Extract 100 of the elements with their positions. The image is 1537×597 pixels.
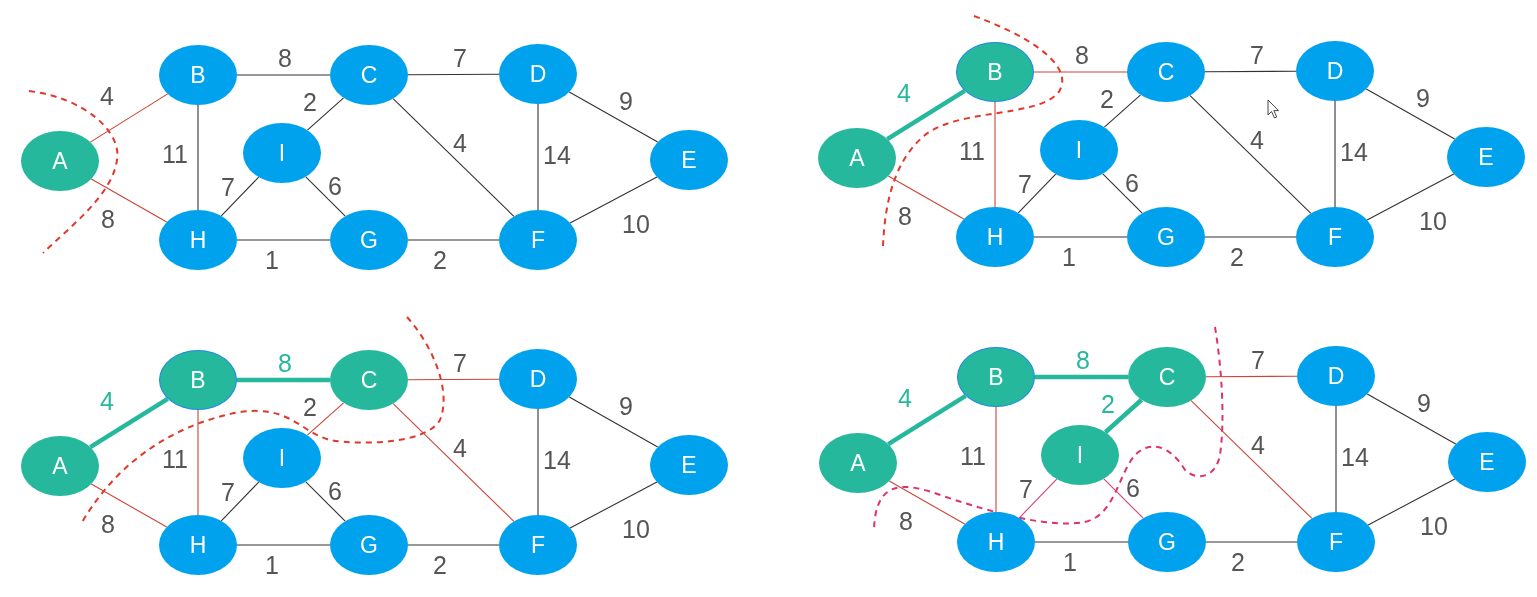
graph-edge xyxy=(236,544,331,546)
node-label: A xyxy=(849,146,865,170)
graph-edge xyxy=(888,480,966,525)
node-label: H xyxy=(189,228,207,252)
graph-edge xyxy=(90,178,168,223)
node-label: D xyxy=(1326,59,1344,83)
node-ellipse xyxy=(243,428,321,488)
graph-edge xyxy=(89,397,169,449)
graph-edge xyxy=(569,176,658,224)
graph-edge xyxy=(306,97,345,131)
node-label: B xyxy=(987,60,1003,84)
graph-edge xyxy=(1103,94,1142,128)
graph-edge xyxy=(1018,478,1058,519)
graph-edge xyxy=(1033,236,1128,238)
graph-edge xyxy=(1103,398,1144,434)
graph-edge xyxy=(537,103,539,211)
node-label: A xyxy=(52,454,68,478)
graph-edge xyxy=(1035,374,1128,380)
node-label: H xyxy=(987,530,1005,554)
graph-edge xyxy=(1204,70,1297,73)
node-label: A xyxy=(850,451,866,475)
node-label: E xyxy=(1479,450,1495,474)
node-label: H xyxy=(986,225,1004,249)
node-ellipse xyxy=(21,436,99,496)
node-label: I xyxy=(1075,138,1083,162)
node-ellipse xyxy=(819,433,897,493)
node-label: E xyxy=(681,453,697,477)
graph-edge xyxy=(90,483,168,528)
graph-edge xyxy=(220,176,260,217)
node-label: F xyxy=(530,533,546,557)
node-label: E xyxy=(1478,145,1494,169)
graph-edge xyxy=(1103,478,1144,519)
node-label: G xyxy=(360,228,378,252)
graph-edge xyxy=(995,406,997,513)
node-label: F xyxy=(1328,530,1344,554)
graph-edge xyxy=(1102,173,1143,214)
node-label: B xyxy=(190,368,206,392)
node-label: A xyxy=(52,149,68,173)
graph-edge xyxy=(407,239,500,241)
node-label: C xyxy=(1158,365,1176,389)
graph-edge xyxy=(886,89,966,141)
node-label: G xyxy=(1158,530,1176,554)
node-label: I xyxy=(1076,443,1084,467)
node-ellipse xyxy=(1041,425,1119,485)
graph-edge xyxy=(994,101,996,208)
node-label: I xyxy=(278,446,286,470)
graph-edge xyxy=(1365,88,1456,140)
graph-edge xyxy=(89,93,169,143)
graph-edge xyxy=(236,74,331,76)
graph-edge xyxy=(1366,393,1457,445)
node-label: D xyxy=(529,62,547,86)
graph-edge xyxy=(1189,95,1312,214)
graph-edge xyxy=(1205,375,1298,378)
graph-edge xyxy=(237,377,330,383)
graph-edge xyxy=(1204,236,1297,238)
graph-edge xyxy=(1367,478,1456,526)
graph-edge xyxy=(306,402,345,436)
node-label: F xyxy=(1327,225,1343,249)
graph-edge xyxy=(1335,405,1337,513)
graph-edge xyxy=(887,175,965,220)
graph-edge xyxy=(197,104,199,211)
graph-edge xyxy=(569,481,658,529)
graph-edge xyxy=(1190,400,1313,519)
node-label: D xyxy=(529,367,547,391)
node-label: F xyxy=(530,228,546,252)
graph-edge xyxy=(305,481,346,522)
graph-edge xyxy=(305,176,346,217)
graph-edge xyxy=(568,91,659,143)
node-ellipse xyxy=(818,128,896,188)
graph-edge xyxy=(1334,100,1336,208)
graph-edge xyxy=(407,544,500,546)
graph-edge xyxy=(220,481,260,522)
graph-edge xyxy=(197,409,199,516)
node-label: B xyxy=(190,63,206,87)
graph-edge xyxy=(236,239,331,241)
graph-edge xyxy=(1366,173,1455,221)
node-ellipse xyxy=(956,42,1034,102)
node-label: C xyxy=(1157,60,1175,84)
node-ellipse xyxy=(957,347,1035,407)
graph-edge xyxy=(568,396,659,448)
graph-edge xyxy=(407,73,500,76)
graph-edge xyxy=(537,408,539,516)
node-label: H xyxy=(189,533,207,557)
graph-edge xyxy=(407,378,500,381)
node-label: G xyxy=(1157,225,1175,249)
node-label: D xyxy=(1327,364,1345,388)
node-ellipse xyxy=(956,207,1034,267)
node-label: C xyxy=(360,63,378,87)
node-label: C xyxy=(360,368,378,392)
graph-edge xyxy=(1017,173,1057,214)
graph-edge xyxy=(392,403,515,522)
node-label: B xyxy=(988,365,1004,389)
graph-edge xyxy=(1205,541,1298,543)
graph-edge xyxy=(1033,71,1128,73)
node-label: G xyxy=(360,533,378,557)
node-label: I xyxy=(278,141,286,165)
graph-edge xyxy=(887,394,967,446)
graph-edge xyxy=(1034,541,1129,543)
graph-edge xyxy=(392,98,515,217)
node-label: E xyxy=(681,148,697,172)
